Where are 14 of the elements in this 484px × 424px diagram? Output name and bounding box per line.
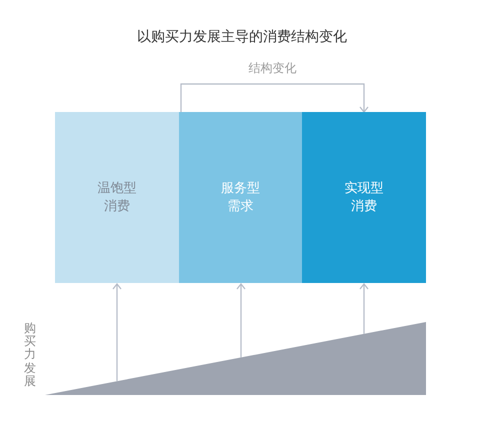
category-block xyxy=(55,112,179,283)
category-block xyxy=(179,112,302,283)
arrow xyxy=(180,83,369,113)
edge-label: 结构变化 xyxy=(246,60,300,77)
arrow xyxy=(112,283,122,382)
block-label: 服务型需求 xyxy=(220,180,261,216)
arrow xyxy=(359,283,369,334)
axis-label: 购买力发展 xyxy=(24,322,36,388)
arrow xyxy=(236,283,246,358)
block-label: 温饱型消费 xyxy=(96,180,138,216)
title: 以购买力发展主导的消费结构变化 xyxy=(136,28,348,46)
category-block xyxy=(302,112,426,283)
block-label: 实现型消费 xyxy=(344,180,384,216)
ramp-shape xyxy=(45,322,426,395)
